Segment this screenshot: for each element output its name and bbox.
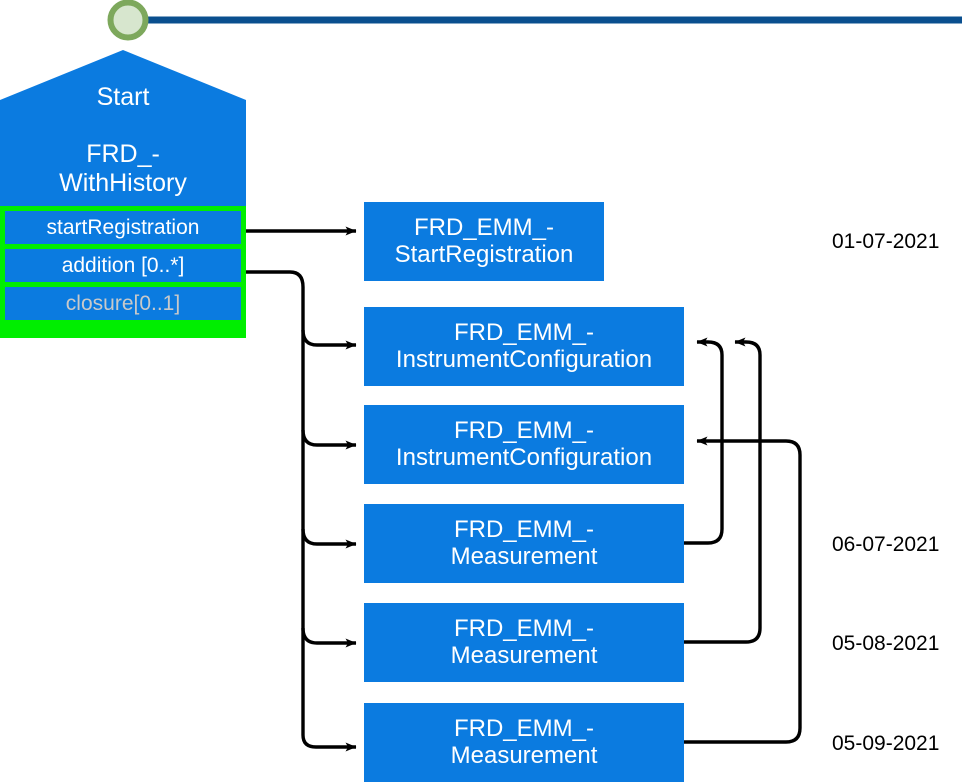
edge-n5-to-n2 — [684, 337, 762, 644]
node-label: FRD_EMM_- InstrumentConfiguration — [395, 416, 653, 471]
edge-n6-to-n3 — [684, 436, 802, 744]
circle-node-icon — [107, 0, 149, 41]
node-label: FRD_EMM_- Measurement — [450, 614, 598, 669]
node-label: FRD_EMM_- Measurement — [450, 714, 598, 769]
date-label-measurement-1: 06-07-2021 — [832, 533, 940, 556]
date-label-measurement-3: 05-09-2021 — [832, 732, 940, 755]
node-label: FRD_EMM_- StartRegistration — [394, 213, 574, 268]
slot-addition[interactable]: addition [0..*] — [5, 249, 241, 282]
node-frd-emm-measurement-2[interactable]: FRD_EMM_- Measurement — [364, 603, 684, 682]
node-frd-emm-measurement-3[interactable]: FRD_EMM_- Measurement — [364, 703, 684, 782]
date-label-measurement-2: 05-08-2021 — [832, 632, 940, 655]
node-frd-emm-measurement-1[interactable]: FRD_EMM_- Measurement — [364, 504, 684, 583]
edge-addition-to-n2 — [301, 329, 357, 350]
edge-addition-to-n5 — [301, 627, 357, 648]
slot-label: addition [0..*] — [61, 253, 185, 277]
edge-addition-to-n4 — [301, 528, 357, 549]
slot-label: startRegistration — [46, 215, 200, 239]
slot-closure[interactable]: closure[0..1] — [5, 287, 241, 320]
edge-addition-to-n3 — [301, 429, 357, 450]
node-label: FRD_EMM_- Measurement — [450, 515, 598, 570]
start-node-slot-frame: startRegistration addition [0..*] closur… — [0, 206, 246, 338]
date-label-startregistration: 01-07-2021 — [832, 230, 940, 253]
node-label: FRD_EMM_- InstrumentConfiguration — [395, 318, 653, 373]
start-pentagon-shape — [0, 50, 246, 212]
slot-label: closure[0..1] — [65, 291, 181, 315]
node-frd-emm-startregistration[interactable]: FRD_EMM_- StartRegistration — [364, 202, 604, 281]
start-node-subtitle: FRD_- WithHistory — [59, 140, 187, 197]
slot-startregistration[interactable]: startRegistration — [5, 211, 241, 244]
node-frd-emm-instrumentconfiguration-1[interactable]: FRD_EMM_- InstrumentConfiguration — [364, 307, 684, 386]
edge-addition-trunk — [243, 270, 357, 752]
node-frd-emm-instrumentconfiguration-2[interactable]: FRD_EMM_- InstrumentConfiguration — [364, 405, 684, 484]
start-node-title: Start — [96, 83, 150, 111]
